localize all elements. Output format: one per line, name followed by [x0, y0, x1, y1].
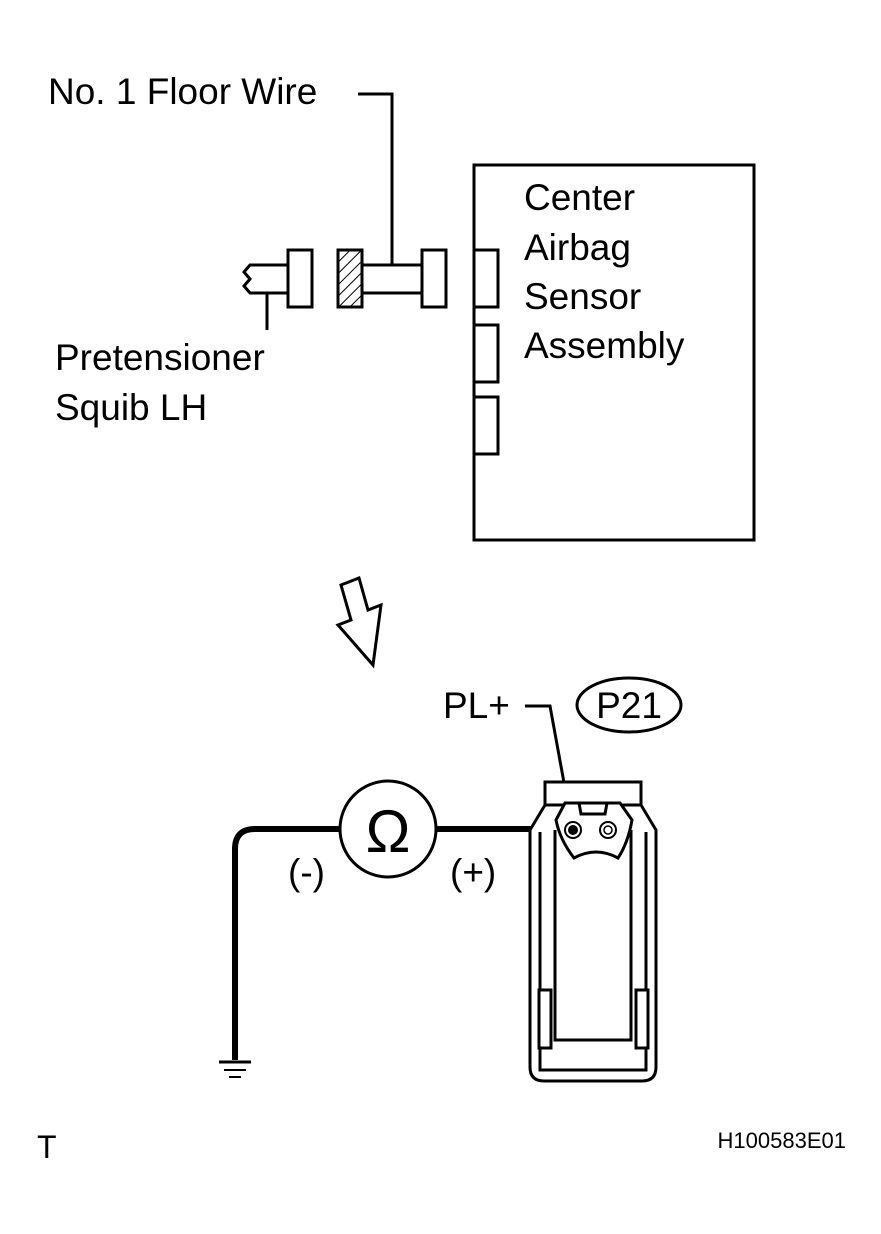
terminal-label: PL+: [443, 685, 510, 726]
floor-wire-label: No. 1 Floor Wire: [48, 71, 317, 112]
squib-label-line1: Pretensioner: [55, 337, 265, 378]
negative-probe-label: (-): [288, 852, 325, 893]
squib-label-line2: Squib LH: [55, 387, 207, 428]
harness-wire-body: [360, 263, 424, 295]
sensor-connector-3: [472, 395, 500, 456]
floor-wire-leader: [358, 92, 394, 265]
corner-mark: T: [37, 1129, 57, 1165]
negative-lead: [232, 826, 340, 1060]
down-arrow-icon: [335, 576, 383, 669]
sensor-label-line1: Center: [524, 177, 635, 218]
sensor-assembly-box: [472, 163, 756, 542]
sensor-label-line2: Airbag: [524, 227, 631, 268]
ohmmeter-icon: [338, 779, 438, 879]
sensor-connector-2: [472, 323, 500, 384]
ohm-symbol: Ω: [366, 798, 411, 865]
positive-probe-label: (+): [450, 852, 496, 893]
squib-connector: [286, 248, 314, 309]
sensor-label-line4: Assembly: [524, 325, 685, 366]
connector-code-badge: [575, 676, 683, 734]
figure-code: H100583E01: [718, 1128, 846, 1153]
sensor-label-line3: Sensor: [524, 276, 641, 317]
ground-icon: [219, 1060, 251, 1078]
squib-plug: [242, 263, 288, 295]
harness-connector-right: [420, 248, 448, 309]
sensor-connector-1: [472, 248, 500, 309]
connector-code-label: P21: [596, 685, 662, 726]
connector-p21-drawing: [528, 780, 658, 1083]
harness-connector-hatched: [336, 248, 364, 309]
